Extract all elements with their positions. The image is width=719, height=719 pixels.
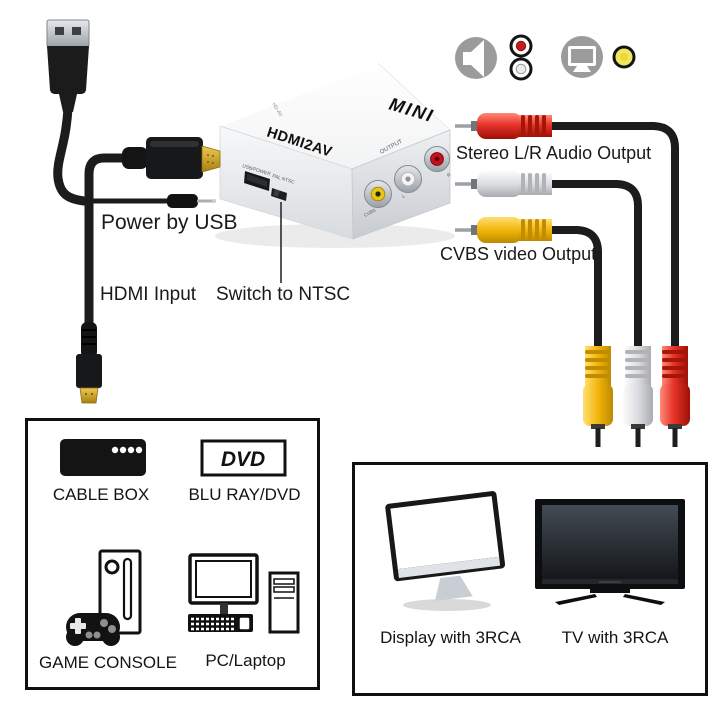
rca-jack-cvbs [364,180,392,208]
rca-plug-yellow-end [583,346,613,447]
jack-left-label: L [401,193,406,199]
rca-jack-right [424,146,450,172]
stereo-output-label: Stereo L/R Audio Output [456,143,652,163]
cable-box-label: CABLE BOX [52,485,150,504]
outputs-panel: Display with 3RCA TV with 3RCA [352,462,708,696]
hdmi-gold-tip [201,145,221,173]
jack-cvbs-label: CVBS [363,208,376,218]
rca-plug-red-end [660,346,690,447]
sources-panel: CABLE BOX DVD BLU RAY/DVD GAME CONSOLE [25,418,320,690]
usb-connector [46,19,90,112]
yellow-cable [544,226,602,354]
blu-ray-dvd-label: BLU RAY/DVD [188,485,301,504]
usb-cable [53,103,89,206]
converter-shadow [215,224,455,248]
tv-3rca-label: TV with 3RCA [561,628,669,647]
rca-plug-white [455,171,552,197]
hdmi-input-label: HDMI Input [100,284,197,305]
hdmi-gold-tip-bottom [79,387,99,404]
white-cable [544,180,642,354]
hdmi-connector-top [122,137,221,179]
gamepad-glyph [66,613,120,646]
hdmi-connector-bottom [76,322,102,404]
rca-yellow-icon [612,45,636,69]
rca-white-icon [509,57,533,81]
display-3rca-label: Display with 3RCA [380,628,521,647]
power-by-usb-label: Power by USB [101,211,238,234]
barrel-plug [167,194,198,208]
tv-icon [535,499,685,605]
red-cable [544,122,679,354]
cable-box-icon [60,439,146,476]
pc-laptop-label: PC/Laptop [205,651,286,670]
converter-box: MINI HDMI2AV HD-AV USB/POWER PAL NTSC OU… [218,62,452,240]
rca-cables [544,122,679,354]
switch-to-ntsc-label: Switch to NTSC [216,284,351,305]
rca-jack-left [394,165,422,193]
game-console-label: GAME CONSOLE [39,653,177,672]
rca-plug-yellow [455,217,552,243]
rca-plug-white-end [623,346,653,447]
cvbs-output-label: CVBS video Output [440,244,597,264]
speaker-icon [455,37,497,79]
jack-right-label: R [446,172,452,178]
hdmi-cable [84,153,131,331]
dvd-icon: DVD [200,439,287,477]
rca-red-icon [509,34,533,58]
dvd-badge-text: DVD [221,448,265,471]
rca-plug-red [455,113,552,139]
power-cable [77,194,216,208]
imac-display-icon [385,491,506,611]
pc-icon [188,553,300,634]
monitor-icon [561,36,603,78]
game-console-icon [66,549,142,646]
